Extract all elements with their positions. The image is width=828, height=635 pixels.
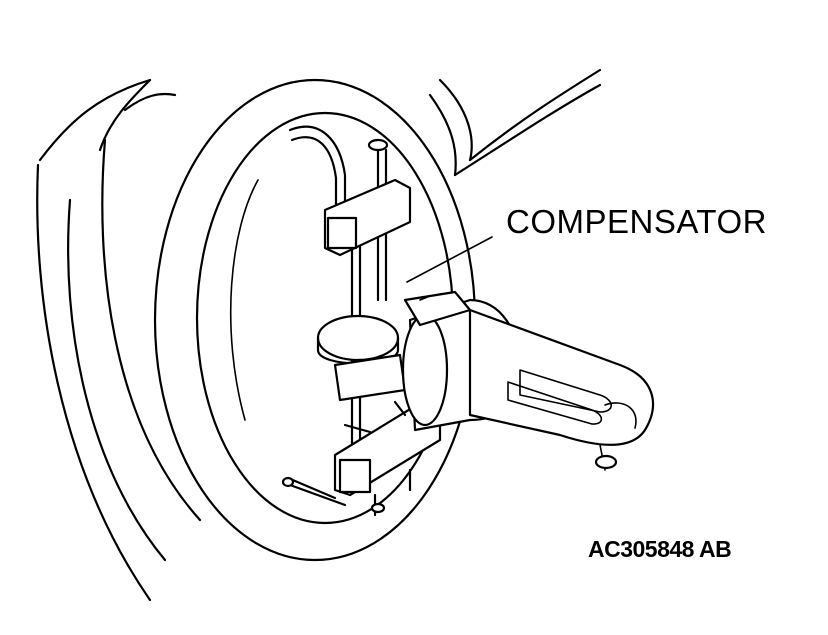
figure-id: AC305848 AB bbox=[588, 536, 732, 562]
fender-arch bbox=[428, 68, 602, 177]
compensator-label: COMPENSATOR bbox=[506, 203, 767, 240]
callout-leader-line bbox=[406, 236, 493, 283]
compensator-handle bbox=[401, 290, 654, 471]
compensator-body bbox=[281, 125, 442, 517]
tire-outline bbox=[36, 78, 202, 602]
